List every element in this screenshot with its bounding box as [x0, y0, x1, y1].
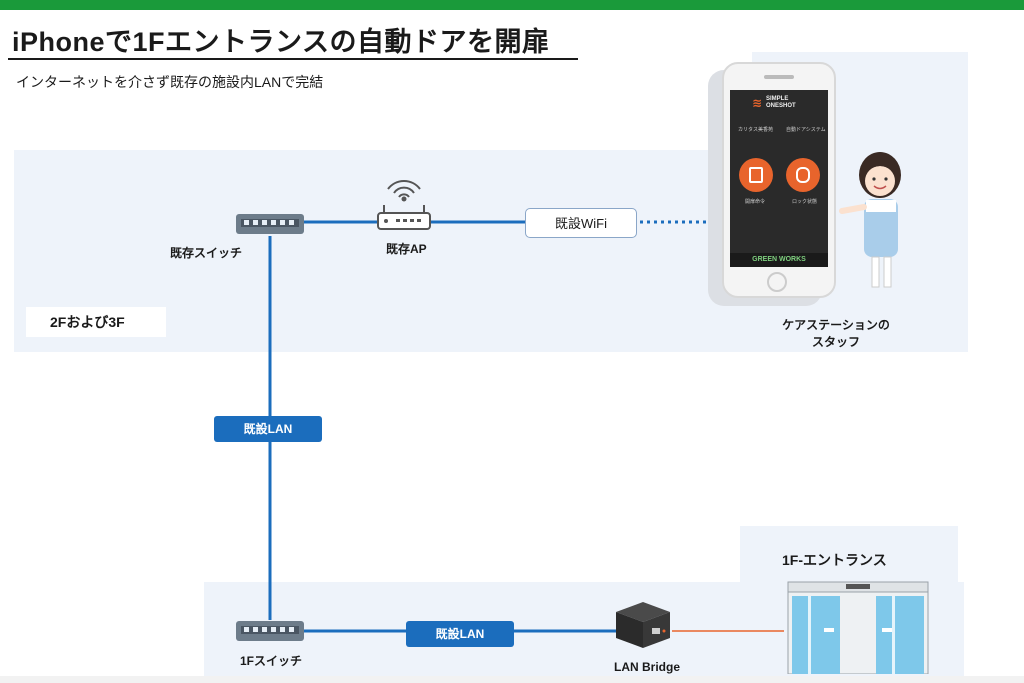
app-logo-icon: ≋ — [752, 96, 763, 110]
open-command-button[interactable] — [739, 158, 773, 192]
lock-status-label: ロック状態 — [792, 199, 818, 205]
door-icon — [749, 167, 763, 183]
page-subtitle: インターネットを介さず既存の施設内LANで完結 — [16, 74, 324, 90]
app-brand: SIMPLE ONESHOT — [766, 96, 796, 110]
nurse-icon — [839, 152, 901, 288]
existing-wifi-box: 既設WiFi — [525, 208, 637, 238]
staff-label-line2: スタッフ — [811, 335, 860, 349]
staff-label-line1: ケアステーションの — [782, 318, 890, 332]
first-floor-lan-label: 既設LAN — [406, 621, 514, 647]
lock-status-button[interactable] — [786, 158, 820, 192]
page-title: iPhoneで1Fエントランスの自動ドアを開扉 — [12, 27, 550, 57]
existing-switch-label: 既存スイッチ — [170, 246, 243, 260]
entrance-title: 1F-エントランス — [782, 552, 887, 568]
app-brand-line1: SIMPLE — [766, 96, 789, 102]
accent-top-bar — [0, 0, 1024, 10]
system-name: 自動ドアシステム — [786, 127, 826, 133]
network-switch-icon — [236, 214, 304, 234]
phone-speaker — [764, 75, 794, 79]
lan-bridge-icon — [616, 602, 670, 648]
first-floor-switch-label: 1Fスイッチ — [240, 654, 303, 668]
facility-name: カリタス美香苑 — [738, 127, 774, 133]
smartphone-icon: ≋ SIMPLE ONESHOT カリタス美香苑 自動ドアシステム 開扉命令 ロ… — [722, 62, 836, 298]
phone-screen: ≋ SIMPLE ONESHOT カリタス美香苑 自動ドアシステム 開扉命令 ロ… — [730, 90, 828, 267]
existing-ap-label: 既存AP — [386, 242, 427, 256]
bottom-border — [0, 676, 1024, 683]
floor-label-2f-3f: 2Fおよび3F — [26, 307, 166, 337]
care-station-staff-label: ケアステーションの スタッフ — [776, 316, 896, 350]
lock-icon — [796, 167, 810, 183]
open-command-label: 開扉命令 — [745, 199, 766, 205]
home-button — [767, 272, 787, 292]
app-footer: GREEN WORKS — [730, 253, 828, 267]
vertical-lan-label: 既設LAN — [214, 416, 322, 442]
app-brand-line2: ONESHOT — [766, 103, 796, 109]
title-underline — [8, 58, 578, 60]
wifi-router-icon — [377, 180, 431, 230]
entrance-zone — [740, 526, 958, 586]
network-switch-icon — [236, 621, 304, 641]
lan-bridge-label: LAN Bridge — [614, 660, 680, 674]
automatic-door-icon — [787, 581, 929, 674]
